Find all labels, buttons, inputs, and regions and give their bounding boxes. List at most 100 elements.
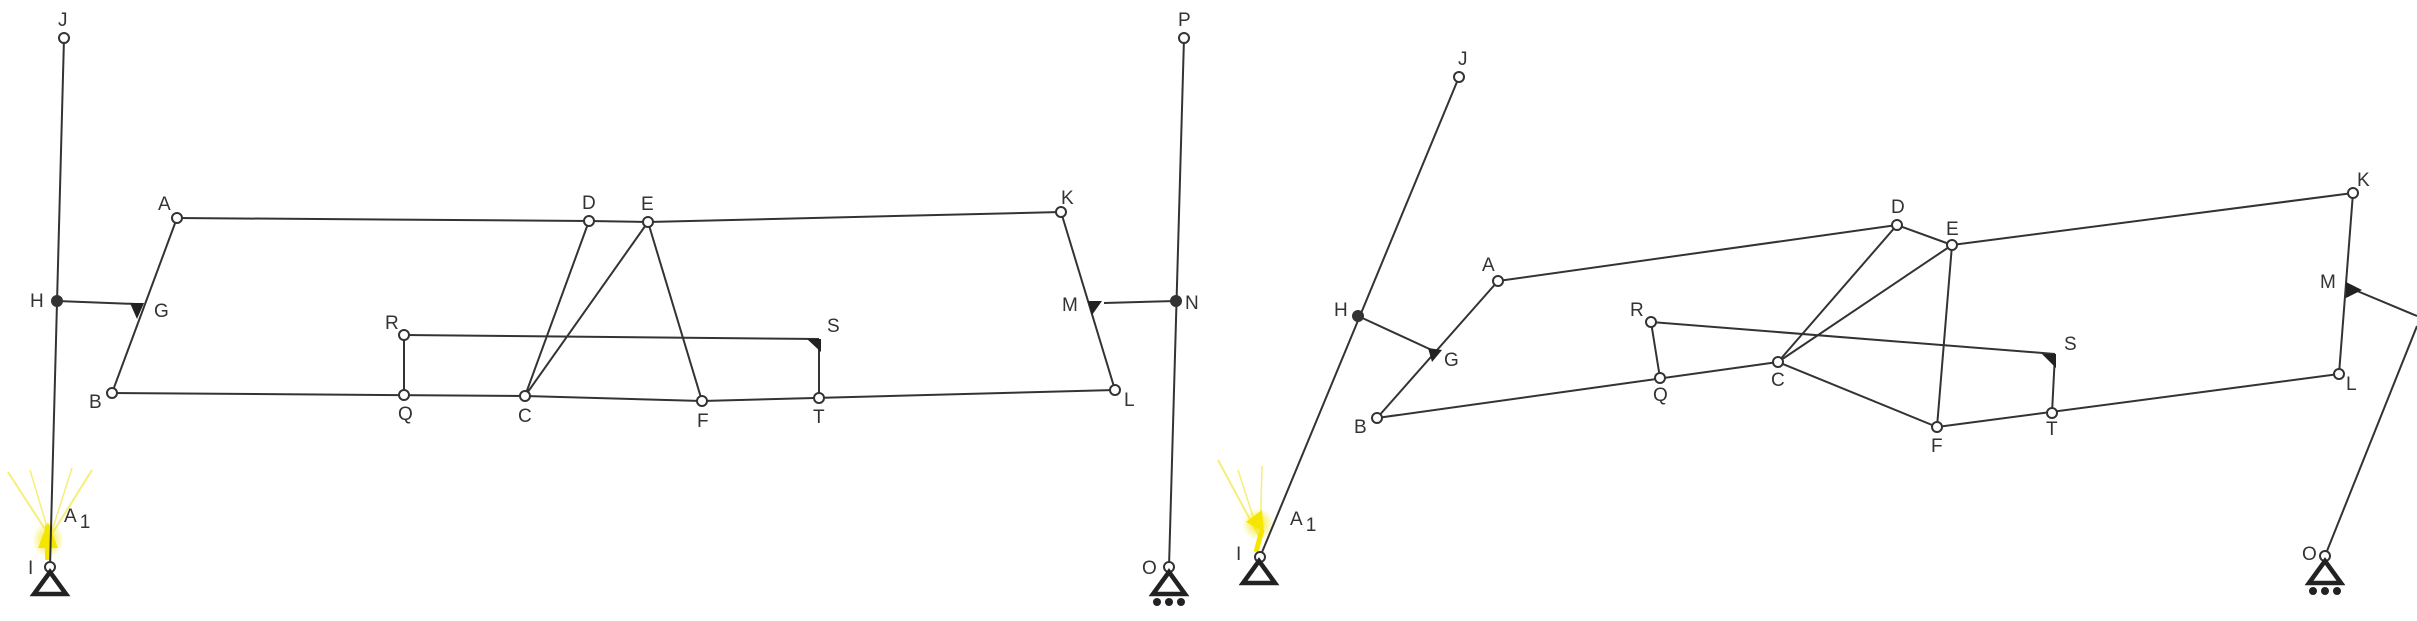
member-H-G [56, 300, 137, 305]
joint-T [2046, 407, 2058, 419]
joint-R [398, 329, 410, 341]
label-C: C [518, 406, 532, 427]
label-O: O [1142, 558, 1157, 579]
label-H: H [30, 291, 44, 312]
label-B: B [89, 392, 102, 413]
joint-L [2333, 368, 2345, 380]
supports-deformed [1238, 557, 2346, 586]
joint-A [171, 212, 183, 224]
joint-K [2347, 187, 2359, 199]
member-B-C [111, 392, 526, 397]
joint-L [1109, 384, 1121, 396]
pin-H [1352, 310, 1364, 322]
joint-C [519, 390, 531, 402]
member-C-F [524, 395, 703, 402]
label-A1-main: A [64, 506, 77, 527]
label-M: M [2320, 272, 2336, 293]
hinge-G [130, 303, 144, 319]
joint-R [1645, 316, 1657, 328]
roller-wheels-O [1153, 598, 1185, 606]
label-Q: Q [1653, 385, 1668, 406]
member-H-G [1357, 315, 1437, 353]
member-E-F [647, 221, 703, 402]
label-A: A [1482, 255, 1495, 276]
pin-N [1170, 295, 1182, 307]
hinge-markers-undeformed [130, 301, 1102, 352]
joint-E [1946, 239, 1958, 251]
member-R-Q [1650, 321, 1661, 379]
label-G: G [154, 301, 169, 322]
joint-D [1891, 219, 1903, 231]
label-A1-sub: 1 [1306, 515, 1317, 536]
roller-support-O [1148, 568, 1190, 597]
label-K: K [1061, 188, 1074, 209]
members-deformed [1259, 76, 2417, 558]
label-L: L [2346, 374, 2357, 395]
label-R: R [385, 313, 399, 334]
label-A: A [158, 194, 171, 215]
member-D-E [588, 220, 649, 223]
joint-E [642, 216, 654, 228]
load-highlight-A1-deformed [1217, 459, 1274, 553]
joint-A [1492, 275, 1504, 287]
label-I: I [28, 558, 33, 579]
member-E-K [647, 211, 1062, 223]
label-T: T [2046, 419, 2058, 440]
member-E-C [1777, 244, 1953, 363]
member-A-D [176, 217, 590, 222]
member-M-N [1103, 300, 1177, 304]
label-S: S [827, 316, 840, 337]
hinge-M [1088, 301, 1102, 315]
member-F-L [701, 389, 1116, 402]
label-G: G [1444, 350, 1459, 371]
member-D-C [1777, 224, 1898, 363]
member-R-S [1650, 321, 2056, 355]
hinge-G [1428, 348, 1442, 362]
joint-P [1178, 32, 1190, 44]
fixed-support-I [1238, 557, 1280, 586]
joint-K [1055, 206, 1067, 218]
member-B-C [1376, 361, 1779, 419]
label-A1-sub: 1 [80, 512, 91, 533]
panel-undeformed: J P A D E K H G M N R S B Q C F T L A1 I… [7, 10, 1199, 606]
roller-support-O [2304, 557, 2346, 586]
label-J: J [58, 10, 68, 31]
label-C: C [1771, 370, 1785, 391]
label-E: E [641, 194, 654, 215]
label-B: B [1354, 417, 1367, 438]
label-J: J [1458, 49, 1468, 70]
label-K: K [2357, 170, 2370, 191]
label-L: L [1124, 390, 1135, 411]
member-C-F [1777, 361, 1938, 428]
supports-undeformed [29, 568, 1190, 597]
members-undeformed [49, 37, 1185, 568]
label-D: D [582, 193, 596, 214]
member-E-F [1936, 244, 1953, 428]
label-P: P [1178, 10, 1191, 31]
load-highlight-A1 [7, 467, 93, 560]
member-A-D [1497, 224, 1898, 282]
joints-deformed [1254, 71, 2359, 563]
member-N-O [2324, 325, 2417, 557]
member-D-C [524, 220, 590, 397]
hinge-S [2042, 354, 2056, 368]
joint-C [1772, 356, 1784, 368]
joint-F [696, 395, 708, 407]
label-F: F [1931, 436, 1943, 457]
member-A-B [111, 217, 178, 394]
label-R: R [1630, 300, 1644, 321]
hinge-M [2346, 282, 2362, 298]
member-F-L [1936, 373, 2340, 428]
member-M-N [2349, 287, 2417, 317]
label-S: S [2064, 334, 2077, 355]
label-O: O [2302, 544, 2317, 565]
joint-J [1453, 71, 1465, 83]
fixed-support-I [29, 568, 71, 597]
label-D: D [1891, 197, 1905, 218]
hinge-S [807, 339, 821, 352]
